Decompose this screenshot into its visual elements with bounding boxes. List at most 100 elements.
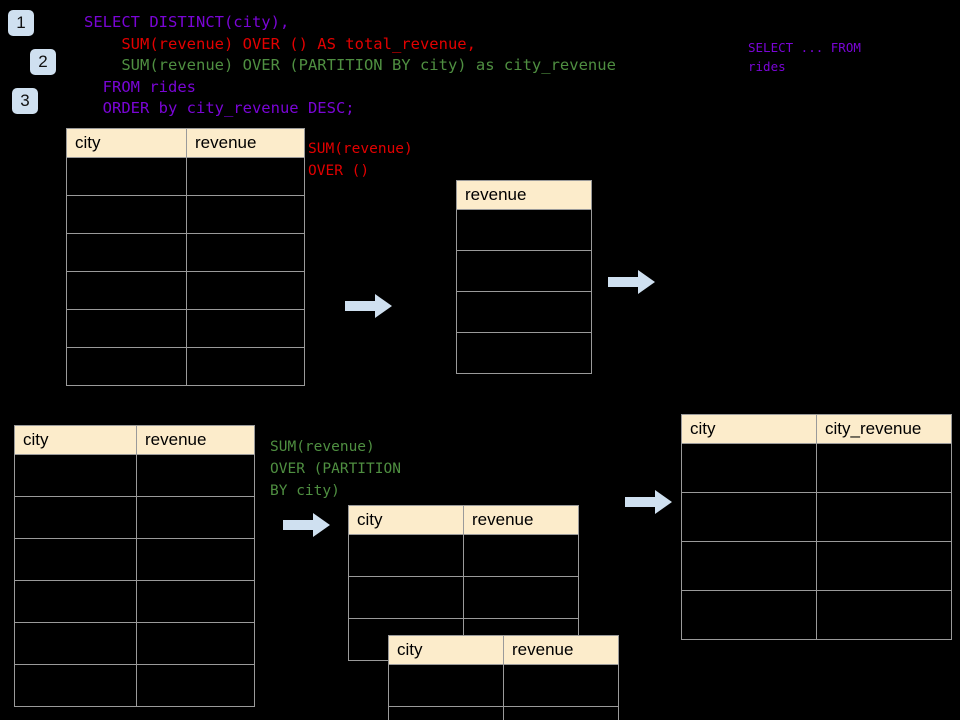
table-row	[66, 157, 305, 196]
table-cell	[66, 157, 187, 196]
table-cell	[388, 706, 504, 720]
table-row	[456, 332, 592, 374]
sql-line-3: SUM(revenue) OVER (PARTITION BY city) as…	[84, 56, 616, 74]
table-cell	[503, 664, 619, 707]
column-header-city: city	[348, 505, 464, 535]
table-cell	[463, 534, 579, 577]
sum-over-partition-label: SUM(revenue) OVER (PARTITION BY city)	[270, 439, 401, 499]
arrow-total-to-result-icon	[608, 270, 655, 294]
column-header-revenue: revenue	[186, 128, 305, 158]
table-cell	[186, 347, 305, 386]
column-header-revenue: revenue	[136, 425, 255, 455]
table-cell	[681, 492, 817, 542]
sql-line-5: ORDER by city_revenue DESC;	[84, 99, 355, 117]
column-header-city: city	[388, 635, 504, 665]
table-row	[66, 309, 305, 348]
table-cell	[816, 443, 952, 493]
table-cell	[456, 332, 592, 374]
table-cell	[14, 496, 137, 539]
table-cell	[136, 580, 255, 623]
table-cell	[348, 576, 464, 619]
table-row	[681, 443, 952, 493]
step-badge-3: 3	[12, 88, 38, 114]
column-header-city: city	[14, 425, 137, 455]
table-cell	[388, 664, 504, 707]
table-row	[681, 492, 952, 542]
table-cell	[14, 580, 137, 623]
arrow-source-to-partition-icon	[283, 513, 330, 537]
table-cell	[66, 195, 187, 234]
select-from-rides-label: SELECT ... FROM rides	[748, 40, 861, 74]
table-cell	[463, 576, 579, 619]
table-cell	[816, 492, 952, 542]
table-row	[14, 664, 255, 707]
table-row	[388, 664, 619, 707]
table-row	[66, 195, 305, 234]
table-cell	[14, 538, 137, 581]
sql-line-2: SUM(revenue) OVER () AS total_revenue,	[84, 34, 476, 53]
table-cell	[503, 706, 619, 720]
table-row	[14, 454, 255, 497]
column-header-revenue: revenue	[503, 635, 619, 665]
table-row	[348, 534, 579, 577]
table-cell	[136, 496, 255, 539]
table-row	[681, 590, 952, 640]
column-header-city: city	[66, 128, 187, 158]
table-cell	[186, 195, 305, 234]
table-cell	[186, 309, 305, 348]
table-row	[14, 622, 255, 665]
table-cell	[456, 209, 592, 251]
sql-code-block: SELECT DISTINCT(city), SUM(revenue) OVER…	[84, 12, 616, 120]
arrow-source-to-total-icon	[345, 294, 392, 318]
table-cell	[456, 291, 592, 333]
table-cell	[14, 664, 137, 707]
table-row	[66, 347, 305, 386]
total-revenue-table: revenue	[456, 180, 592, 374]
table-row	[456, 291, 592, 333]
sql-line-4: FROM rides	[84, 77, 196, 96]
column-header-revenue: revenue	[463, 505, 579, 535]
table-header-row: revenue	[456, 180, 592, 210]
table-cell	[136, 454, 255, 497]
table-cell	[186, 233, 305, 272]
table-cell	[136, 538, 255, 581]
table-row	[456, 209, 592, 251]
table-row	[388, 706, 619, 720]
table-row	[456, 250, 592, 292]
column-header-city: city	[681, 414, 817, 444]
table-cell	[136, 664, 255, 707]
sum-over-empty-label: SUM(revenue) OVER ()	[308, 141, 413, 179]
table-cell	[348, 534, 464, 577]
table-row	[14, 580, 255, 623]
table-cell	[14, 454, 137, 497]
table-cell	[456, 250, 592, 292]
table-cell	[186, 271, 305, 310]
table-cell	[681, 590, 817, 640]
table-row	[66, 271, 305, 310]
step-badge-2: 2	[30, 49, 56, 75]
table-row	[681, 541, 952, 591]
table-cell	[66, 271, 187, 310]
table-cell	[14, 622, 137, 665]
table-cell	[816, 590, 952, 640]
table-row	[348, 576, 579, 619]
table-cell	[66, 309, 187, 348]
table-cell	[66, 233, 187, 272]
table-row	[66, 233, 305, 272]
arrow-partition-to-result-icon	[625, 490, 672, 514]
table-cell	[186, 157, 305, 196]
table-cell	[681, 443, 817, 493]
sql-line-1: SELECT DISTINCT(city),	[84, 13, 290, 31]
column-header-revenue: revenue	[456, 180, 592, 210]
table-cell	[136, 622, 255, 665]
